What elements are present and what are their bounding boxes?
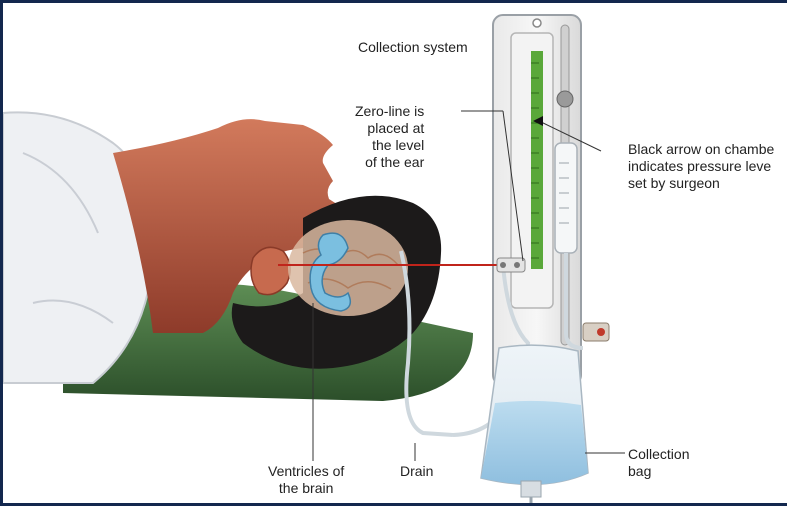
label-drain: Drain <box>400 463 433 480</box>
label-zero-line: Zero-line is placed at the level of the … <box>355 103 424 171</box>
label-black-arrow-1: Black arrow on chambe <box>628 141 774 158</box>
label-ventricles-2: the brain <box>268 480 344 497</box>
drip-chamber <box>555 143 577 253</box>
label-zero-line-4: of the ear <box>355 154 424 171</box>
label-collection-bag-2: bag <box>628 463 689 480</box>
label-black-arrow-3: set by surgeon <box>628 175 774 192</box>
pressure-scale <box>531 51 543 269</box>
label-zero-line-1: Zero-line is <box>355 103 424 120</box>
chamber-knob <box>557 91 573 107</box>
ear <box>251 247 290 294</box>
label-zero-line-3: the level <box>355 137 424 154</box>
label-black-arrow: Black arrow on chambe indicates pressure… <box>628 141 774 192</box>
label-collection-system: Collection system <box>358 39 468 56</box>
label-black-arrow-2: indicates pressure leve <box>628 158 774 175</box>
label-collection-bag: Collection bag <box>628 446 689 480</box>
evd-illustration <box>3 3 787 506</box>
label-collection-bag-1: Collection <box>628 446 689 463</box>
label-ventricles: Ventricles of the brain <box>268 463 344 497</box>
bag-fluid <box>481 401 588 485</box>
label-zero-line-2: placed at <box>355 120 424 137</box>
label-ventricles-1: Ventricles of <box>268 463 344 480</box>
